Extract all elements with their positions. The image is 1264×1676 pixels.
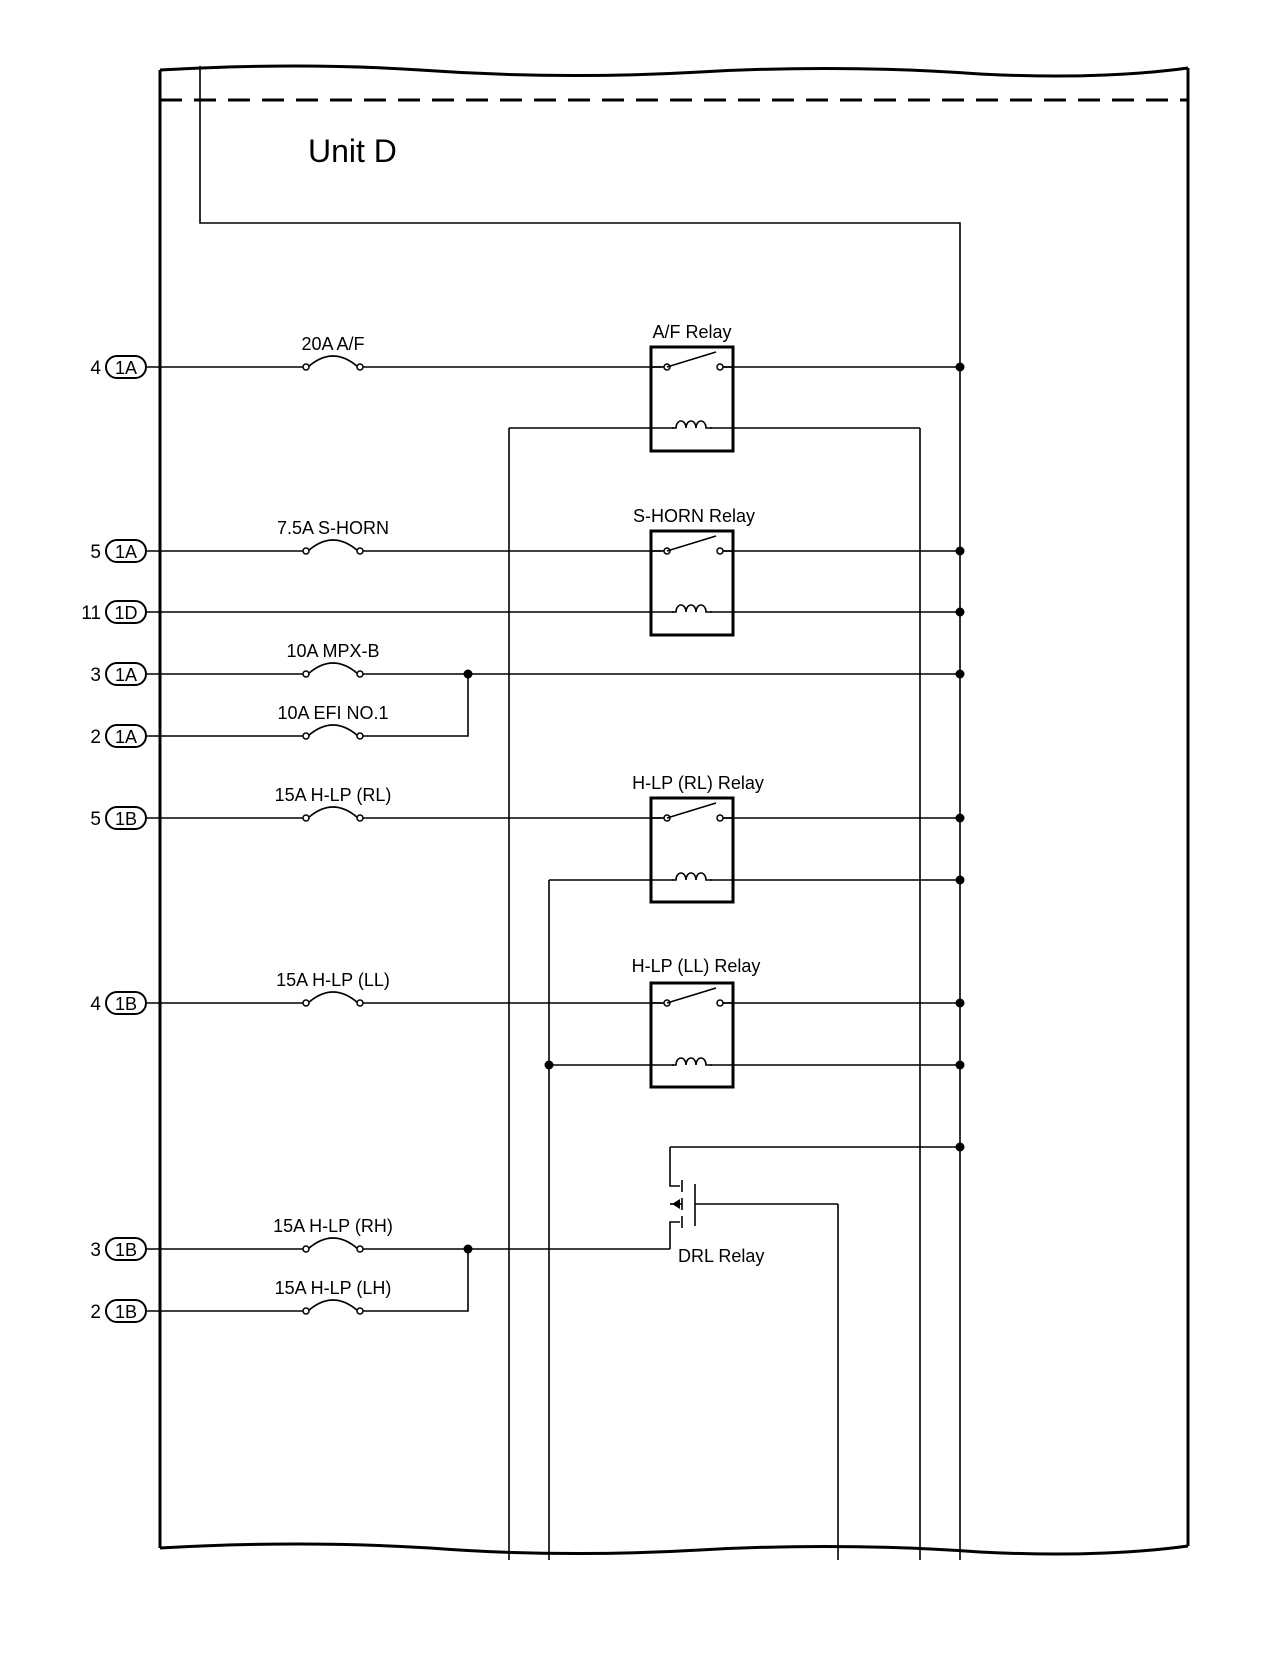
fuse-label: 20A A/F (301, 334, 364, 354)
wiring (147, 66, 961, 1560)
h-lp-rl-relay: H-LP (RL) Relay (632, 773, 764, 904)
af-relay: A/F Relay (649, 322, 735, 453)
connector-label: 1A (115, 358, 137, 378)
terminal-4-1b: 4 1B (90, 991, 147, 1015)
fuse-15a-h-lp-ll: 15A H-LP (LL) (276, 970, 390, 1012)
connector-label: 1B (115, 809, 137, 829)
terminal-5-1b: 5 1B (90, 806, 147, 830)
junction-dot (955, 1142, 965, 1152)
connector-label: 1A (115, 727, 137, 747)
junction-dot (955, 546, 965, 556)
junction-dot (955, 875, 965, 885)
terminal-11-1d: 11 1D (81, 600, 147, 624)
unit-boundary (158, 64, 1190, 1556)
fuse-label: 15A H-LP (RL) (275, 785, 392, 805)
terminal-pin: 5 (90, 809, 101, 830)
junction-dot (955, 669, 965, 679)
junction-dot (463, 1244, 473, 1254)
fuse-7-5a-s-horn: 7.5A S-HORN (277, 518, 389, 560)
connector-label: 1D (114, 603, 137, 623)
connector-label: 1B (115, 1302, 137, 1322)
terminal-4-1a: 4 1A (90, 355, 147, 379)
terminal-pin: 11 (81, 603, 101, 624)
relay-label: H-LP (LL) Relay (632, 956, 761, 976)
connector-label: 1A (115, 665, 137, 685)
h-lp-ll-relay: H-LP (LL) Relay (632, 956, 761, 1089)
terminal-pin: 4 (90, 994, 101, 1015)
terminal-5-1a: 5 1A (90, 539, 147, 563)
fuse-label: 15A H-LP (LL) (276, 970, 390, 990)
terminal-pin: 2 (90, 1302, 101, 1323)
relay-label: S-HORN Relay (633, 506, 755, 526)
fuse-15a-h-lp-rh: 15A H-LP (RH) (273, 1216, 393, 1258)
terminal-3-1b: 3 1B (90, 1237, 147, 1261)
fuse-15a-h-lp-lh: 15A H-LP (LH) (275, 1278, 392, 1320)
junction-dots (463, 362, 965, 1254)
relay-label: DRL Relay (678, 1246, 764, 1266)
terminal-pin: 2 (90, 727, 101, 748)
fuse-10a-efi-no1: 10A EFI NO.1 (277, 703, 389, 745)
fuse-label: 10A EFI NO.1 (277, 703, 388, 723)
fuse-label: 7.5A S-HORN (277, 518, 389, 538)
terminal-pin: 3 (90, 665, 101, 686)
terminal-pin: 3 (90, 1240, 101, 1261)
connector-label: 1B (115, 1240, 137, 1260)
junction-dot (463, 669, 473, 679)
fuse-10a-mpx-b: 10A MPX-B (286, 641, 380, 683)
connector-label: 1B (115, 994, 137, 1014)
terminal-pin: 5 (90, 542, 101, 563)
junction-dot (955, 813, 965, 823)
junction-dot (544, 1060, 554, 1070)
fuse-20a-af: 20A A/F (301, 334, 365, 376)
relay-label: H-LP (RL) Relay (632, 773, 764, 793)
terminal-2-1b: 2 1B (90, 1299, 147, 1323)
connector-label: 1A (115, 542, 137, 562)
s-horn-relay: S-HORN Relay (633, 506, 755, 637)
fuse-label: 15A H-LP (RH) (273, 1216, 393, 1236)
terminal-3-1a: 3 1A (90, 662, 147, 686)
relay-label: A/F Relay (652, 322, 731, 342)
terminal-2-1a: 2 1A (90, 724, 147, 748)
fuse-label: 10A MPX-B (286, 641, 379, 661)
junction-dot (955, 998, 965, 1008)
unit-title: Unit D (308, 133, 397, 169)
junction-dot (955, 362, 965, 372)
fuse-label: 15A H-LP (LH) (275, 1278, 392, 1298)
fuse-15a-h-lp-rl: 15A H-LP (RL) (275, 785, 392, 827)
junction-dot (955, 607, 965, 617)
junction-dot (955, 1060, 965, 1070)
terminal-pin: 4 (90, 358, 101, 379)
drl-relay: DRL Relay (669, 1147, 764, 1266)
